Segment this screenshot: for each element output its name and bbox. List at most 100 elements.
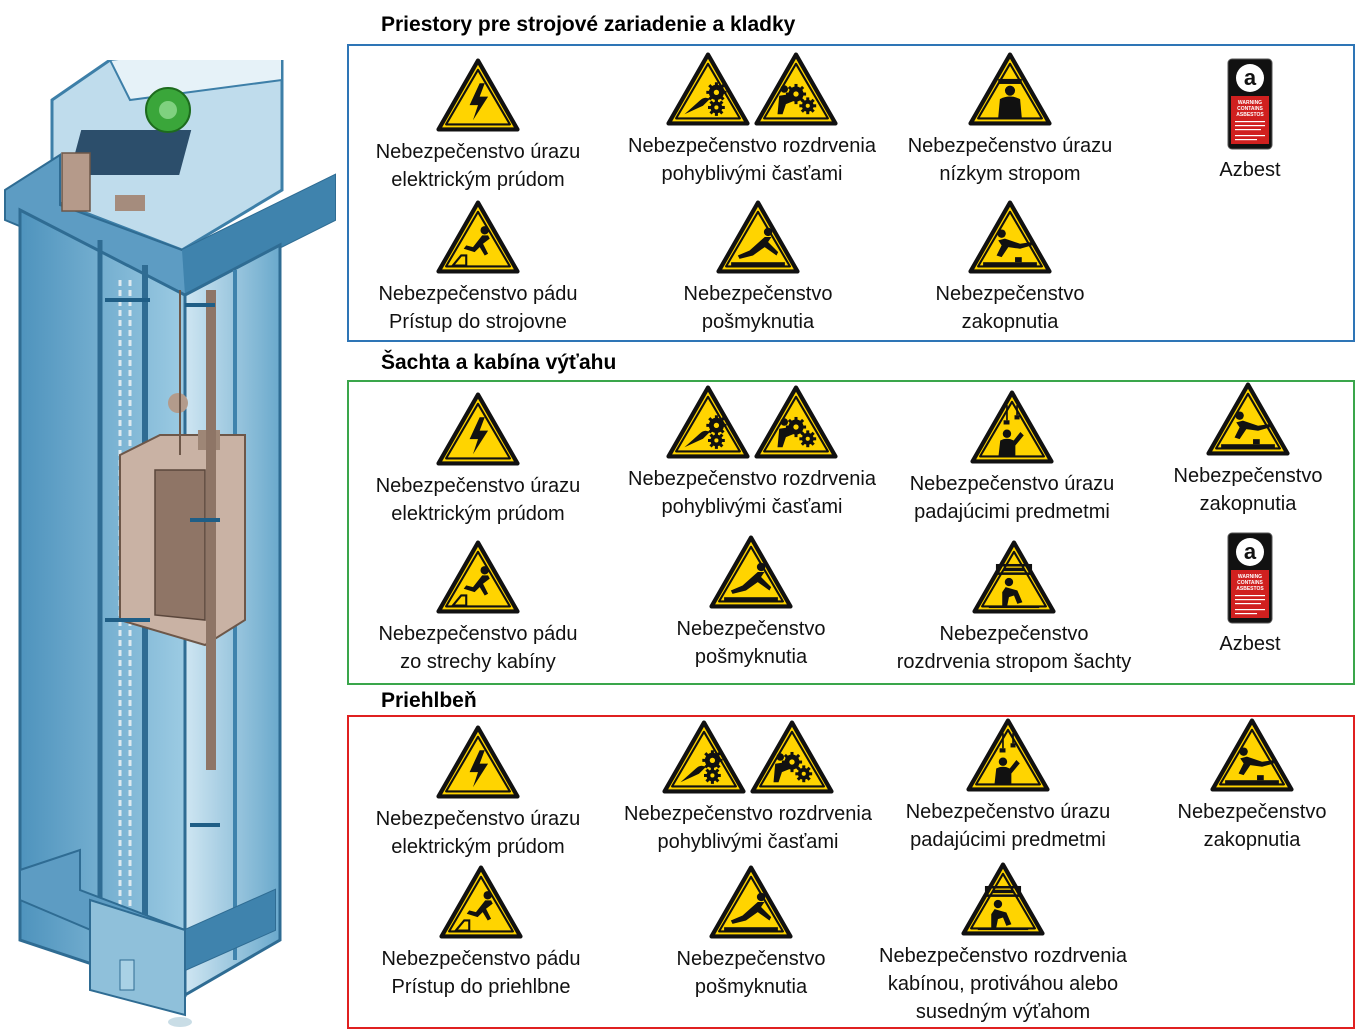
hazard-signs [968, 52, 1052, 126]
section-title-pit: Priehlbeň [381, 689, 477, 712]
hazard-signs [972, 540, 1056, 614]
hazard-label-line: Prístup do priehlbne [391, 976, 571, 998]
hazard-label-line: kabínou, protiváhou alebo [887, 973, 1119, 995]
hazard-item: Nebezpečenstvo úrazu elektrickým prúdom [328, 392, 628, 528]
hazard-label-line: Nebezpečenstvo [676, 618, 826, 640]
hazard-signs [436, 540, 520, 614]
hazard-signs [1210, 718, 1294, 792]
hazard-signs [966, 718, 1050, 792]
hazard-signs [436, 392, 520, 466]
svg-text:WARNING: WARNING [1238, 574, 1262, 580]
asbestos-label-icon: a WARNING CONTAINS ASBESTOS [1227, 532, 1273, 624]
hazard-signs [716, 200, 800, 274]
hazard-signs [1206, 382, 1290, 456]
svg-text:ASBESTOS: ASBESTOS [1236, 112, 1264, 118]
hazard-label-line: Nebezpečenstvo úrazu [909, 473, 1115, 495]
hazard-label: Nebezpečenstvo úrazu padajúcimi predmetmi [910, 470, 1115, 526]
low-ceiling-icon [968, 52, 1052, 126]
hazard-label-line: padajúcimi predmetmi [914, 501, 1110, 523]
crush-hand-gears-icon [662, 720, 746, 794]
shaft-section-box [347, 380, 1355, 685]
hazard-label: Nebezpečenstvo úrazu elektrickým prúdom [376, 138, 581, 194]
hazard-label-line: Nebezpečenstvo [935, 283, 1085, 305]
hazard-label-line: Nebezpečenstvo pádu [378, 283, 578, 305]
hazard-signs: a WARNING CONTAINS ASBESTOS [1227, 532, 1273, 624]
hazard-label-line: pošmyknutia [694, 646, 808, 668]
hazard-label-line: pohyblivými časťami [661, 496, 843, 518]
hazard-signs [436, 200, 520, 274]
hazard-label-line: elektrickým prúdom [391, 169, 565, 191]
hazard-label-line: Azbest [1219, 633, 1281, 655]
trip-icon [968, 200, 1052, 274]
hazard-signs [709, 535, 793, 609]
hazard-signs [961, 862, 1045, 936]
crush-body-gears-icon [754, 385, 838, 459]
crush-overhead-icon [972, 540, 1056, 614]
electric-shock-icon [436, 58, 520, 132]
hazard-label-line: susedným výťahom [915, 1001, 1091, 1023]
hazard-signs [436, 725, 520, 799]
hazard-item: Nebezpečenstvo úrazu padajúcimi predmetmi [858, 718, 1158, 854]
hazard-item: a WARNING CONTAINS ASBESTOS Azbest [1100, 58, 1367, 184]
hazard-label-line: Nebezpečenstvo rozdrvenia [628, 468, 876, 490]
falling-objects-icon [966, 718, 1050, 792]
hazard-label-line: padajúcimi predmetmi [910, 829, 1106, 851]
hazard-item: Nebezpečenstvo zakopnutia [860, 200, 1160, 336]
crush-hand-gears-icon [666, 52, 750, 126]
hazard-label-line: Nebezpečenstvo [683, 283, 833, 305]
hazard-signs [666, 385, 838, 459]
hazard-label-line: Nebezpečenstvo úrazu [375, 141, 581, 163]
trip-icon [1206, 382, 1290, 456]
hazard-label-line: elektrickým prúdom [391, 836, 565, 858]
hazard-label-line: zakopnutia [961, 311, 1059, 333]
svg-text:CONTAINS: CONTAINS [1237, 106, 1263, 112]
fall-icon [436, 540, 520, 614]
hazard-item: Nebezpečenstvo rozdrvenia pohyblivými čas… [602, 385, 902, 521]
falling-objects-icon [970, 390, 1054, 464]
crush-body-gears-icon [750, 720, 834, 794]
hazard-item: Nebezpečenstvo úrazu elektrickým prúdom [328, 58, 628, 194]
crush-hand-gears-icon [666, 385, 750, 459]
elevator-shaft-illustration [4, 60, 336, 1027]
hazard-label-line: pohyblivými časťami [657, 831, 839, 853]
hazard-label-line: Nebezpečenstvo úrazu [905, 801, 1111, 823]
hazard-signs [662, 720, 834, 794]
hazard-label-line: Azbest [1219, 159, 1281, 181]
svg-text:CONTAINS: CONTAINS [1237, 580, 1263, 586]
hazard-label: Nebezpečenstvo rozdrvenia kabínou, protiv… [879, 942, 1127, 1026]
hazard-label-line: rozdrvenia stropom šachty [896, 651, 1132, 673]
hazard-label: Azbest [1219, 156, 1280, 184]
hazard-label-line: pošmyknutia [694, 976, 808, 998]
hazard-label-line: Nebezpečenstvo [1177, 801, 1327, 823]
hazard-label-line: zakopnutia [1199, 493, 1297, 515]
hazard-label-line: Nebezpečenstvo úrazu [375, 475, 581, 497]
hazard-label-line: Nebezpečenstvo úrazu [907, 135, 1113, 157]
hazard-label-line: pohyblivými časťami [661, 163, 843, 185]
hazard-label-line: Nebezpečenstvo rozdrvenia [879, 945, 1127, 967]
hazard-label-line: elektrickým prúdom [391, 503, 565, 525]
electric-shock-icon [436, 725, 520, 799]
hazard-item: a WARNING CONTAINS ASBESTOS Azbest [1100, 532, 1367, 658]
svg-text:ASBESTOS: ASBESTOS [1236, 586, 1264, 592]
hazard-item: Nebezpečenstvo úrazu padajúcimi predmetmi [862, 390, 1162, 526]
crush-overhead-icon [961, 862, 1045, 936]
hazard-label: Nebezpečenstvo pošmyknutia [677, 615, 826, 671]
hazard-signs [709, 865, 793, 939]
asbestos-label-icon: a WARNING CONTAINS ASBESTOS [1227, 58, 1273, 150]
